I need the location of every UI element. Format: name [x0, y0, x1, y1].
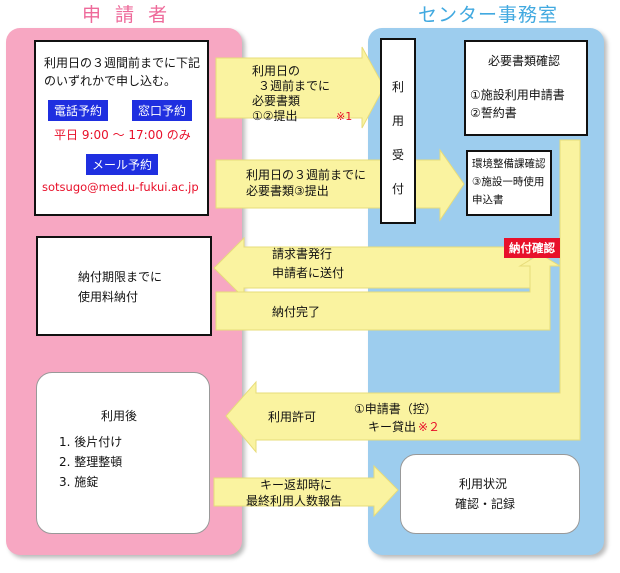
- reception-char-1: 利: [392, 80, 405, 94]
- arrow1-line4: ①②提出: [252, 109, 298, 123]
- document-check-title: 必要書類確認: [488, 54, 561, 68]
- note-1: ※1: [336, 110, 353, 123]
- payment-confirmed-badge: 納付確認: [504, 238, 560, 258]
- after-use-title: 利用後: [101, 409, 138, 423]
- after-use-item-1: 1. 後片付け: [59, 435, 123, 449]
- arrow6-line2: 最終利用人数報告: [246, 494, 343, 508]
- reservation-hours: 平日 9:00 〜 17:00 のみ: [54, 128, 191, 142]
- note-2: ※２: [418, 420, 441, 434]
- arrow1-line1: 利用日の: [252, 64, 301, 78]
- arrow1-line2: ３週前までに: [258, 79, 331, 93]
- center-column-title: センター事務室: [418, 4, 559, 26]
- permission-label: 利用許可: [268, 410, 317, 424]
- after-use-item-3: 3. 施錠: [59, 475, 99, 489]
- application-methods-box: 利用日の３週間前までに下記 のいずれかで申し込む。 電話予約 窓口予約 平日 9…: [34, 40, 209, 216]
- application-text-line2: のいずれかで申し込む。: [44, 74, 177, 88]
- mail-reservation-button[interactable]: メール予約: [86, 154, 159, 175]
- payment-box: 納付期限までに 使用料納付: [36, 236, 212, 336]
- phone-reservation-button[interactable]: 電話予約: [48, 100, 109, 121]
- usage-status-line1: 利用状況: [459, 477, 508, 491]
- arrow1-line3: 必要書類: [252, 94, 301, 108]
- reception-char-3: 受: [392, 148, 405, 162]
- after-use-box: 利用後 1. 後片付け 2. 整理整頓 3. 施錠: [36, 372, 210, 534]
- applicant-column-title: 申 請 者: [82, 4, 172, 26]
- environment-line3: 申込書: [472, 194, 504, 206]
- window-reservation-button[interactable]: 窓口予約: [132, 100, 193, 121]
- reception-char-4: 付: [392, 182, 405, 196]
- environment-line1: 環境整備課確認: [472, 158, 546, 170]
- environment-line2: ③施設一時使用: [472, 176, 545, 188]
- key-return-arrow: [213, 464, 399, 518]
- arrow2-line1: 利用日の３週前までに: [246, 168, 367, 182]
- invoice-arrow: [213, 236, 551, 300]
- arrow5-line2: キー貸出: [368, 420, 417, 434]
- after-use-item-2: 2. 整理整頓: [59, 455, 123, 469]
- reception-box: 利 用 受 付: [380, 38, 416, 224]
- application-text-line1: 利用日の３週間前までに下記: [44, 56, 201, 70]
- email-address[interactable]: sotsugo@med.u-fukui.ac.jp: [42, 180, 199, 194]
- usage-status-box: 利用状況 確認・記録: [400, 454, 580, 534]
- document-item-1: ①施設利用申請書: [470, 88, 565, 102]
- document-item-2: ②誓約書: [470, 106, 517, 120]
- arrow3-line1: 請求書発行: [272, 247, 333, 261]
- arrow6-line1: キー返却時に: [260, 478, 333, 492]
- document-check-box: 必要書類確認 ①施設利用申請書 ②誓約書: [464, 40, 588, 136]
- arrow4-line1: 納付完了: [272, 305, 321, 319]
- arrow2-line2: 必要書類③提出: [246, 184, 329, 198]
- payment-complete-arrow: [215, 253, 562, 331]
- reception-char-2: 用: [392, 114, 405, 128]
- submit-docs-12-arrow: [215, 46, 385, 129]
- usage-status-line2: 確認・記録: [455, 497, 516, 511]
- payment-line1: 納付期限までに: [78, 270, 163, 284]
- environment-check-box: 環境整備課確認 ③施設一時使用 申込書: [466, 150, 552, 216]
- arrow5-line1: ①申請書（控）: [354, 402, 437, 416]
- payment-line2: 使用料納付: [78, 290, 139, 304]
- arrow3-line2: 申請者に送付: [272, 266, 345, 280]
- permission-arrow: [225, 139, 581, 454]
